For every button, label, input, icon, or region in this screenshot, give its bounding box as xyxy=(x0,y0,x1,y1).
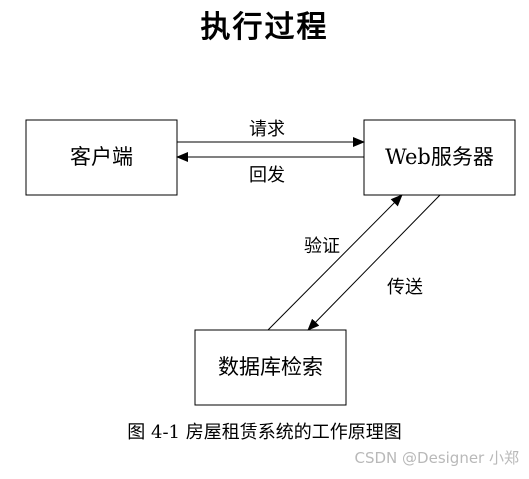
web-server-label: Web服务器 xyxy=(385,145,494,169)
client-label: 客户端 xyxy=(70,145,133,169)
client-node: 客户端 xyxy=(25,119,178,196)
verify-label: 验证 xyxy=(304,236,340,257)
request-label: 请求 xyxy=(249,119,285,140)
figure-caption: 图 4-1 房屋租赁系统的工作原理图 xyxy=(127,422,402,443)
db-search-label: 数据库检索 xyxy=(218,355,323,379)
web-server-box xyxy=(363,119,516,196)
response-label: 回发 xyxy=(249,165,285,186)
db-search-box xyxy=(194,329,347,406)
db-search-node: 数据库检索 xyxy=(194,329,347,406)
watermark: CSDN @Designer 小郑 xyxy=(354,449,520,467)
verify-arrow xyxy=(267,194,403,331)
web-server-node: Web服务器 xyxy=(363,119,516,196)
page-title: 执行过程 xyxy=(200,10,329,45)
transfer-arrow xyxy=(307,194,441,331)
transfer-label: 传送 xyxy=(387,277,423,298)
client-box xyxy=(25,119,178,196)
